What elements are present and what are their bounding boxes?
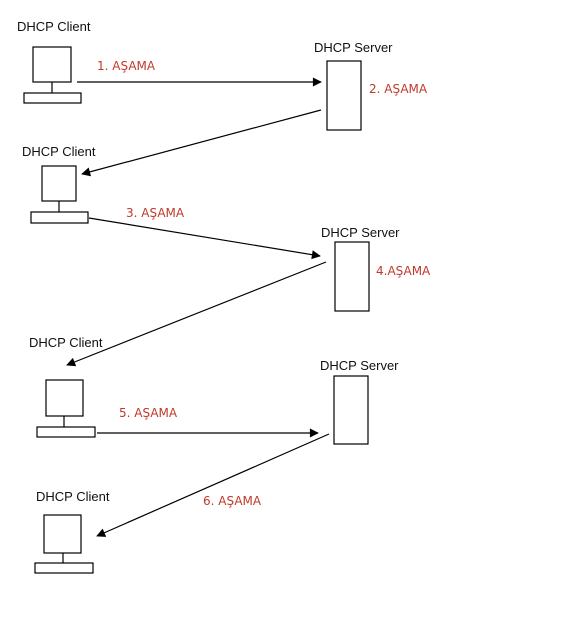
client-4-label: DHCP Client: [36, 489, 110, 504]
client-3-monitor-icon: [45, 379, 84, 417]
server-2-tower-icon: [334, 241, 370, 312]
arrow-step-3: [88, 217, 321, 260]
server-3-label: DHCP Server: [320, 358, 399, 373]
client-1-monitor-icon: [32, 46, 72, 83]
server-1-tower-icon: [326, 60, 362, 131]
server-2-label: DHCP Server: [321, 225, 400, 240]
server-2: DHCP Server: [321, 225, 400, 312]
client-3-base: [36, 426, 96, 438]
step-4-label: 4.AŞAMA: [376, 264, 431, 278]
client-4-base: [34, 562, 94, 574]
arrow-step-2: [81, 109, 322, 177]
step-1-label: 1. AŞAMA: [97, 59, 156, 73]
arrow-step-6: [96, 433, 330, 537]
client-2-label: DHCP Client: [22, 144, 96, 159]
client-1-base: [23, 92, 82, 104]
step-6-label: 6. AŞAMA: [203, 494, 262, 508]
server-3-tower-icon: [333, 375, 369, 445]
step-5-label: 5. AŞAMA: [119, 406, 178, 420]
server-3: DHCP Server: [320, 358, 399, 445]
client-3: DHCP Client: [29, 335, 103, 438]
server-1: DHCP Server: [314, 40, 393, 131]
client-4-monitor-icon: [43, 514, 82, 554]
client-2: DHCP Client: [22, 144, 96, 224]
client-2-monitor-icon: [41, 165, 77, 202]
step-3-label: 3. AŞAMA: [126, 206, 185, 220]
client-4: DHCP Client: [34, 489, 110, 574]
client-1: DHCP Client: [17, 19, 91, 104]
step-2-label: 2. AŞAMA: [369, 82, 428, 96]
arrow-step-4: [66, 261, 327, 367]
server-1-label: DHCP Server: [314, 40, 393, 55]
client-2-base: [30, 211, 89, 224]
client-1-label: DHCP Client: [17, 19, 91, 34]
client-3-label: DHCP Client: [29, 335, 103, 350]
